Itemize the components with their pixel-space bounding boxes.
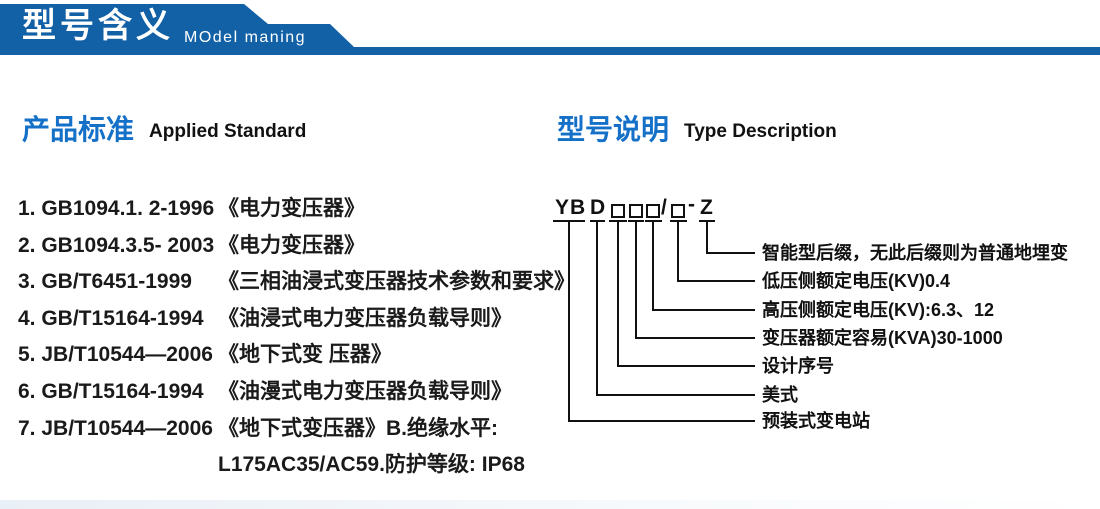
standard-desc: 《电力变压器》 — [218, 197, 365, 220]
model-digit-box-1 — [611, 204, 625, 218]
page-subtitle: MOdel maning — [184, 29, 307, 46]
standard-code: 7. JB/T10544—2006 — [18, 416, 213, 440]
standard-item-5: 5. JB/T10544—2006 《地下式变 压器》 — [18, 342, 558, 379]
standard-code: 3. GB/T6451-1999 — [18, 270, 192, 294]
standard-desc: 《三相油浸式变压器技术参数和要求》 — [218, 270, 575, 294]
model-label-american-type: 美式 — [762, 385, 798, 405]
standard-code: 6. GB/T15164-1994 — [18, 379, 204, 403]
standards-heading-zh: 产品标准 — [22, 114, 135, 145]
model-digit-box-2 — [629, 204, 643, 218]
model-connector-lines — [553, 220, 755, 422]
model-label-capacity: 变压器额定容易(KVA)30-1000 — [762, 328, 1003, 348]
model-heading-zh: 型号说明 — [557, 114, 670, 145]
model-label-substation: 预装式变电站 — [762, 411, 870, 431]
standard-code: 5. JB/T10544—2006 — [18, 343, 213, 367]
standard-code: 2. GB1094.3.5- 2003 — [18, 233, 215, 257]
standard-desc: 《地下式变压器》B.绝缘水平: — [218, 416, 498, 440]
model-label-lv-voltage: 低压侧额定电压(KV)0.4 — [762, 271, 951, 291]
header-banner: 型号含义 MOdel maning — [0, 0, 1100, 60]
standard-item-2: 2. GB1094.3.5- 2003 《电力变压器》 — [18, 233, 558, 270]
standards-heading-en: Applied Standard — [149, 121, 307, 142]
banner-shape-polygon — [0, 4, 1100, 55]
standard-item-6: 6. GB/T15164-1994 《油漫式电力变压器负载导则》 — [18, 379, 558, 416]
page-title: 型号含义 — [22, 7, 174, 45]
model-digit-box-4 — [671, 204, 685, 218]
model-label-hv-voltage: 高压侧额定电压(KV):6.3、12 — [762, 300, 995, 320]
standard-desc: L175AC35/AC59.防护等级: IP68 — [218, 453, 525, 477]
standard-desc: 《油漫式电力变压器负载导则》 — [218, 379, 512, 403]
model-heading-en: Type Description — [684, 121, 837, 142]
model-code-prefix: YB — [555, 196, 587, 219]
standard-item-1: 1. GB1094.1. 2-1996 《电力变压器》 — [18, 196, 558, 233]
model-code-slash: / — [661, 196, 667, 219]
standard-desc: 《地下式变 压器》 — [218, 343, 392, 367]
standard-desc: 《电力变压器》 — [218, 233, 365, 257]
standard-item-8: L175AC35/AC59.防护等级: IP68 — [18, 452, 558, 489]
standard-item-3: 3. GB/T6451-1999 《三相油浸式变压器技术参数和要求》 — [18, 269, 575, 306]
model-label-suffix: 智能型后缀，无此后缀则为普通地埋变 — [762, 243, 1068, 263]
bottom-strip — [0, 500, 1100, 509]
standards-heading: 产品标准 Applied Standard — [22, 115, 306, 145]
model-code-suffix: Z — [700, 196, 713, 219]
standard-desc: 《油浸式电力变压器负载导则》 — [218, 306, 512, 330]
standards-list: 1. GB1094.1. 2-1996 《电力变压器》 2. GB1094.3.… — [18, 196, 575, 489]
standard-item-7: 7. JB/T10544—2006 《地下式变压器》B.绝缘水平: — [18, 416, 558, 453]
model-digit-box-3 — [646, 204, 660, 218]
model-code-type: D — [590, 196, 606, 219]
model-code-dash: - — [688, 193, 695, 216]
standard-item-4: 4. GB/T15164-1994 《油浸式电力变压器负载导则》 — [18, 306, 558, 343]
model-heading: 型号说明 Type Description — [557, 115, 837, 145]
standard-code: 1. GB1094.1. 2-1996 — [18, 197, 215, 220]
model-label-design-no: 设计序号 — [762, 356, 834, 376]
standard-code: 4. GB/T15164-1994 — [18, 306, 204, 330]
